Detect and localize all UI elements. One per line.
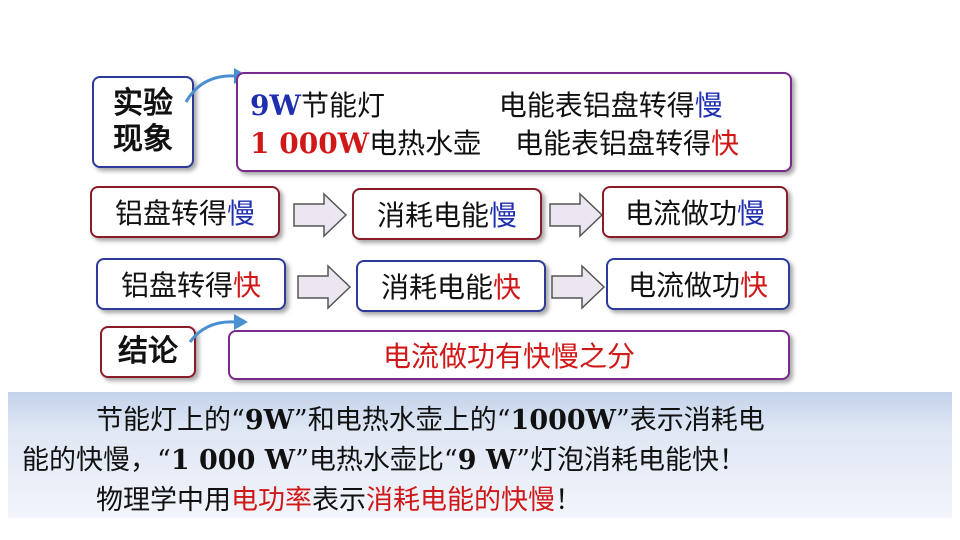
flow-fast-step-1: 铝盘转得快 [96,258,286,310]
observation-box [236,72,792,172]
summary-text: 节能灯上的“ [96,405,245,436]
flow-text: 铝盘转得 [120,269,233,302]
device-name: 电热水壶 [369,127,482,160]
right-arrow-icon [549,192,604,238]
flow-slow-step-2: 消耗电能慢 [352,188,542,240]
flow-fast-step-2: 消耗电能快 [356,260,546,312]
summary-text: 表示 [312,485,366,516]
speed-slow: 慢 [694,89,723,122]
summary-text: 物理学中用 [96,485,231,516]
flow-text: 铝盘转得 [114,197,227,230]
summary-text: ”电热水壶比“ [295,445,458,476]
flow-highlight: 慢 [489,199,518,232]
right-arrow-icon [551,264,606,310]
device-name: 节能灯 [300,89,385,122]
conclusion-box: 电流做功有快慢之分 [228,330,790,380]
conclusion-label: 结论 [100,326,196,378]
flow-highlight: 快 [740,269,769,302]
observation-line-1: 9W节能灯 电能表铝盘转得慢 [250,84,723,124]
flow-slow-step-1: 铝盘转得慢 [90,186,280,238]
power-1000w: 1 000W [250,127,370,160]
flow-text: 电流做功 [627,269,740,302]
summary-number: 1 000 W [170,445,296,476]
summary-number: 9 W [457,445,517,476]
summary-line-3: 物理学中用电功率表示消耗电能的快慢！ [96,478,582,517]
summary-highlight: 电功率 [231,485,312,516]
flow-text: 消耗电能 [376,199,489,232]
flow-highlight: 慢 [227,197,256,230]
summary-number: 9W [244,405,294,436]
curved-arrow-icon [188,314,248,343]
power-9w: 9W [250,89,301,122]
summary-text: ”灯泡消耗电能快！ [516,445,747,476]
flow-text: 消耗电能 [380,271,493,304]
meter-text: 电能表铝盘转得 [498,89,695,122]
flow-highlight: 慢 [737,197,766,230]
summary-text: ！ [555,485,582,516]
summary-panel [8,392,952,518]
summary-highlight: 消耗电能的快慢 [366,485,555,516]
flow-slow-step-3: 电流做功慢 [602,186,788,238]
summary-text: ”和电热水壶上的“ [293,405,511,436]
speed-fast: 快 [710,127,739,160]
flow-highlight: 快 [493,271,522,304]
summary-text: 能的快慢，“ [22,445,171,476]
right-arrow-icon [293,192,348,238]
summary-line-2: 能的快慢，“1 000 W”电热水壶比“9 W”灯泡消耗电能快！ [22,438,746,477]
right-arrow-icon [297,264,352,310]
meter-text: 电能表铝盘转得 [514,127,711,160]
summary-text: ”表示消耗电 [616,405,765,436]
observation-line-2: 1 000W电热水壶 电能表铝盘转得快 [250,122,739,162]
conclusion-text: 电流做功有快慢之分 [382,340,635,373]
flow-highlight: 快 [233,269,262,302]
summary-number: 1000W [510,405,616,436]
flow-fast-step-3: 电流做功快 [606,258,790,310]
flow-text: 电流做功 [624,197,737,230]
summary-line-1: 节能灯上的“9W”和电热水壶上的“1000W”表示消耗电 [96,398,765,437]
observation-label: 实验 现象 [92,76,194,168]
